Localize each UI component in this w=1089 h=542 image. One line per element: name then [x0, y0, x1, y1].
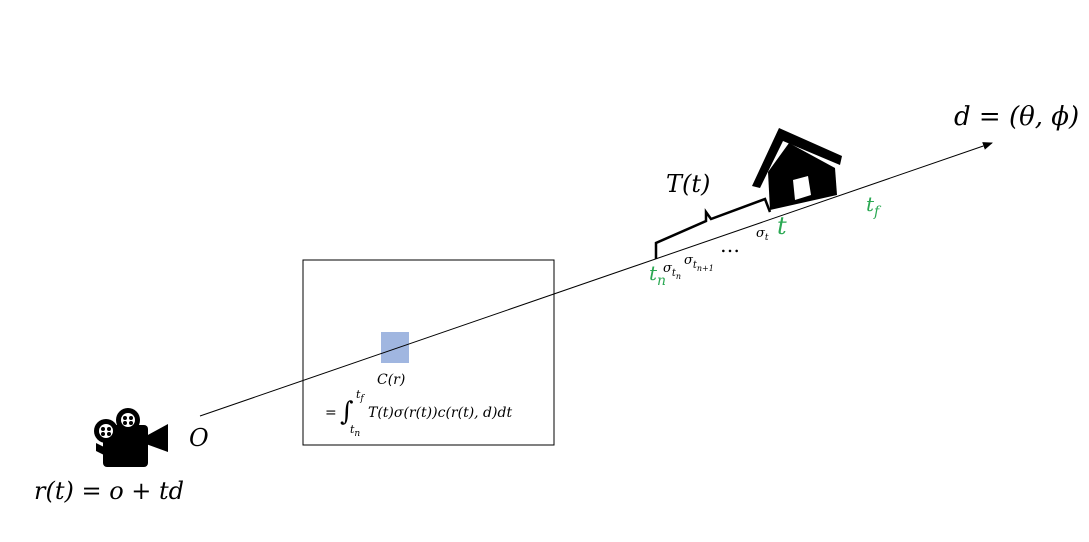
house-icon — [752, 128, 842, 210]
integral-upper-limit: tf — [356, 388, 365, 404]
far-bound-label: tf — [866, 192, 882, 220]
pixel — [381, 332, 409, 363]
integral-lower-limit: tn — [350, 423, 360, 439]
integral-equals: = — [325, 405, 337, 421]
sigma-tn-label: σtn — [663, 261, 681, 281]
pixel-color-label: C(r) — [377, 372, 405, 388]
ray-equation: r(t) = o + td — [34, 477, 184, 505]
rendering-integral: = ∫ tf tn T(t)σ(r(t))c(r(t), d)dt — [325, 388, 512, 439]
movie-camera-icon — [94, 408, 168, 467]
sample-ellipsis: … — [720, 233, 740, 257]
origin-label: O — [189, 424, 209, 452]
ray-line — [199, 142, 993, 417]
integral-sign: ∫ — [340, 397, 354, 427]
sigma-t-label: σt — [756, 226, 769, 243]
direction-label: d = (θ, ϕ) — [954, 102, 1079, 132]
sample-t-label: t — [777, 212, 787, 240]
near-bound-label: tn — [649, 261, 666, 289]
image-plane — [302, 259, 555, 446]
transmittance-bracket — [654, 197, 772, 259]
transmittance-label: T(t) — [666, 170, 710, 198]
sigma-tn1-label: σtn+1 — [684, 253, 714, 273]
integrand: T(t)σ(r(t))c(r(t), d)dt — [368, 405, 512, 421]
